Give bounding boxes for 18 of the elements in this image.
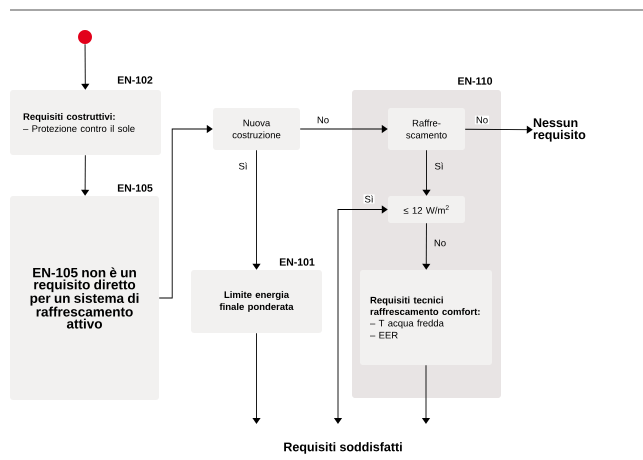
edge-label: Sì bbox=[238, 161, 248, 171]
decision-box: Raffre- scamento bbox=[388, 108, 465, 150]
edge-label: No bbox=[316, 116, 330, 124]
note-box: EN-105 non è un requisito diretto per un sistema di raffrescamento attivo bbox=[10, 196, 159, 400]
edge-label: No bbox=[474, 116, 490, 124]
threshold-box: ≤ 12 W/m$^{2}$ bbox=[388, 196, 465, 223]
requirement-box: Requisiti costruttivi: – Protezione contro il sole bbox=[10, 90, 161, 155]
end-text: Requisiti soddisfatti bbox=[284, 442, 402, 454]
code-label: EN-102 bbox=[118, 76, 152, 84]
result-box: Limite energia finale ponderata bbox=[191, 270, 322, 333]
code-label: EN-105 bbox=[118, 184, 152, 192]
code-label: EN-101 bbox=[280, 258, 314, 266]
edge-label: No bbox=[432, 238, 448, 248]
decision-box: Nuova costruzione bbox=[213, 108, 300, 150]
end-text: Nessun requisito bbox=[534, 118, 586, 142]
requirement-box: Requisiti tecnici raffrescamento comfort: – T acqua fredda – EER bbox=[360, 270, 492, 365]
code-label: EN-110 bbox=[458, 77, 492, 85]
start-circle bbox=[78, 30, 92, 44]
